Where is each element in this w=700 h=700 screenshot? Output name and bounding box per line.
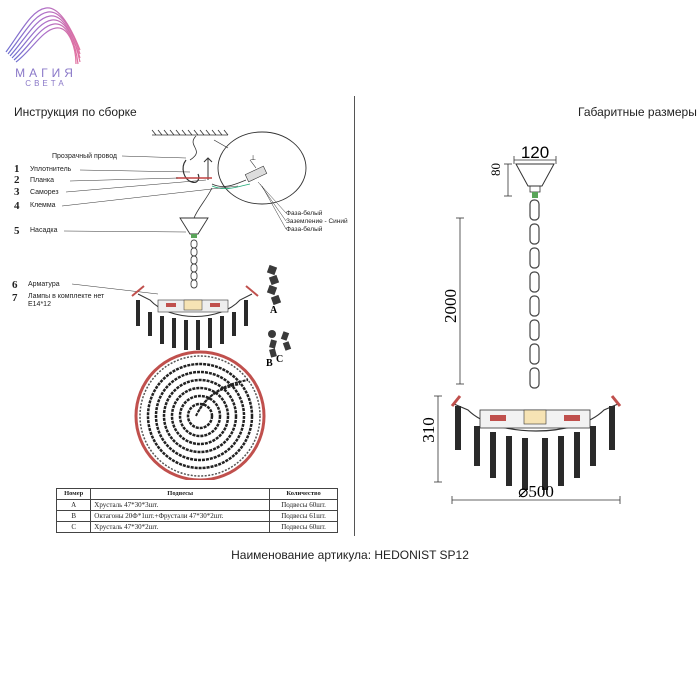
left-section-title: Инструкция по сборке bbox=[14, 105, 137, 119]
dim-top-width: 120 bbox=[521, 143, 549, 162]
col-header-quantity: Количество bbox=[269, 488, 338, 500]
col-header-pendants: Подвесы bbox=[90, 488, 271, 500]
screw-icon bbox=[203, 157, 213, 180]
dim-2000-line bbox=[456, 217, 464, 385]
wiring-ground-label: Заземление - Синий bbox=[286, 218, 348, 225]
dim-500-line bbox=[451, 496, 621, 504]
step-6-label: Арматура bbox=[28, 281, 60, 288]
svg-text:⊥: ⊥ bbox=[250, 155, 256, 162]
vertical-divider bbox=[354, 96, 355, 536]
chain-icon bbox=[190, 239, 198, 289]
cell-number: B bbox=[55, 510, 92, 522]
crystal-strand-c-icon bbox=[280, 331, 292, 351]
dim-310-line bbox=[434, 395, 442, 483]
cell-quantity: Подвесы 60шт. bbox=[269, 521, 338, 533]
table-row: C Хрусталь 47*30*2шт. Подвесы 60шт. bbox=[55, 521, 338, 533]
crystal-pendants bbox=[136, 300, 248, 350]
dim-canopy-height: 80 bbox=[488, 163, 503, 176]
step-7-number: 7 bbox=[12, 292, 18, 304]
canopy-icon bbox=[179, 217, 209, 235]
step-7-label: Лампы в комплекте нет bbox=[28, 293, 105, 300]
cell-number: A bbox=[55, 499, 92, 511]
crystal-letter-c: C bbox=[276, 354, 283, 365]
dim-body-height: 310 bbox=[419, 417, 438, 443]
step-3-number: 3 bbox=[14, 186, 20, 198]
assembly-drawing: ⊥ bbox=[61, 129, 307, 480]
dim-chain-length: 2000 bbox=[441, 289, 460, 323]
crystal-pendants bbox=[455, 406, 615, 490]
crystal-strand-b-icon bbox=[268, 330, 277, 358]
dim-80-line bbox=[504, 163, 512, 197]
step-6-number: 6 bbox=[12, 279, 18, 291]
cell-pendants: Октагоны 20Ф*1шт.+Фрустали 47*30*2шт. bbox=[90, 510, 271, 522]
canopy-icon bbox=[515, 163, 555, 187]
dim-diameter: ⌀500 bbox=[518, 482, 554, 501]
crystal-letter-a: A bbox=[270, 305, 278, 316]
parts-table: Номер Подвесы Количество A Хрусталь 47*3… bbox=[55, 488, 338, 533]
table-row: A Хрусталь 47*30*3шт. Подвесы 60шт. bbox=[55, 499, 338, 511]
detail-magnifier bbox=[217, 131, 307, 205]
brand-text: МАГИЯ СВЕТА bbox=[6, 66, 86, 88]
chain-icon bbox=[529, 199, 540, 389]
cell-pendants: Хрусталь 47*30*2шт. bbox=[90, 521, 271, 533]
cell-number: C bbox=[55, 521, 92, 533]
dim-120-line bbox=[513, 156, 557, 164]
table-header-row: Номер Подвесы Количество bbox=[55, 488, 338, 500]
ceiling-hatch bbox=[151, 129, 229, 136]
cell-quantity: Подвесы 60шт. bbox=[269, 499, 338, 511]
top-view-drawing bbox=[134, 350, 266, 480]
step-2-number: 2 bbox=[14, 174, 20, 186]
step-2-label: Планка bbox=[30, 177, 54, 184]
wiring-phase2-label: Фаза-белый bbox=[286, 226, 323, 233]
step-4-number: 4 bbox=[14, 200, 20, 212]
brand-tagline: СВЕТА bbox=[25, 79, 67, 88]
step-7-sublabel: E14*12 bbox=[28, 301, 51, 308]
step-3-label: Саморез bbox=[30, 189, 59, 196]
crystal-letter-b: B bbox=[266, 358, 273, 369]
step-5-number: 5 bbox=[14, 225, 20, 237]
table-row: B Октагоны 20Ф*1шт.+Фрустали 47*30*2шт. … bbox=[55, 510, 338, 522]
col-header-number: Номер bbox=[55, 488, 92, 500]
terminal-block-icon: ⊥ bbox=[244, 155, 268, 183]
cell-pendants: Хрусталь 47*30*3шт. bbox=[90, 499, 271, 511]
wire-label: Прозрачный провод bbox=[52, 153, 118, 160]
right-section-title: Габаритные размеры bbox=[578, 105, 697, 119]
step-4-label: Клемма bbox=[30, 202, 56, 209]
lamp-body-outline bbox=[137, 293, 253, 317]
brand-name: МАГИЯ bbox=[15, 66, 77, 80]
cell-quantity: Подвесы 61шт. bbox=[269, 510, 338, 522]
step-5-label: Насадка bbox=[30, 227, 58, 234]
wiring-phase1-label: Фаза-белый bbox=[286, 210, 323, 217]
brand-logo-icon bbox=[5, 7, 81, 65]
step-1-number: 1 bbox=[14, 163, 20, 175]
article-name: Наименование артикула: HEDONIST SP12 bbox=[231, 548, 469, 562]
crystal-strand-a-icon bbox=[266, 264, 282, 306]
dimension-drawing: 120 80 2000 bbox=[419, 143, 622, 504]
lamp-body-outline bbox=[453, 403, 619, 432]
hook-icon bbox=[182, 159, 200, 183]
step-1-label: Уплотнитель bbox=[30, 166, 72, 173]
